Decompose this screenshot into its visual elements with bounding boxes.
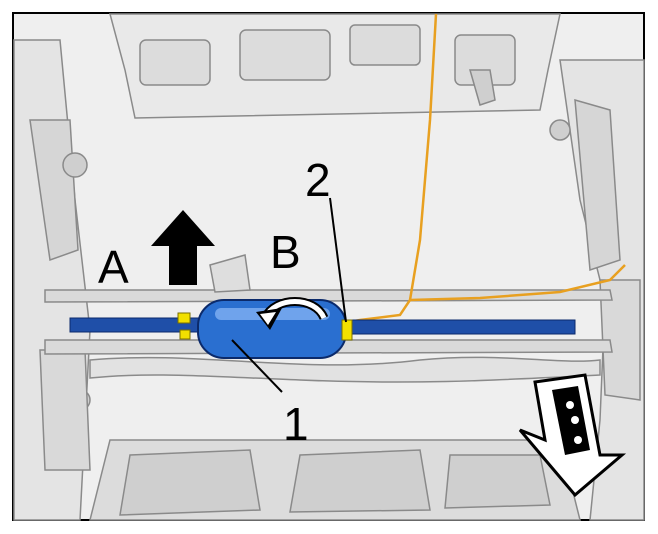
clip-left-lower bbox=[179, 329, 191, 340]
seat-frame bbox=[13, 13, 645, 521]
leader-line-2 bbox=[329, 197, 347, 323]
tube-right bbox=[339, 319, 576, 335]
callout-2: 2 bbox=[305, 154, 331, 206]
callout-1: 1 bbox=[283, 398, 309, 450]
curved-rotation-arrow-icon bbox=[256, 297, 329, 330]
clip-left bbox=[177, 312, 191, 324]
clip-2 bbox=[341, 319, 353, 341]
direction-of-travel-icon bbox=[518, 373, 627, 498]
leader-line-1 bbox=[231, 339, 283, 393]
callout-a: A bbox=[98, 241, 129, 293]
callout-b: B bbox=[270, 226, 301, 278]
up-arrow-icon bbox=[151, 210, 215, 285]
